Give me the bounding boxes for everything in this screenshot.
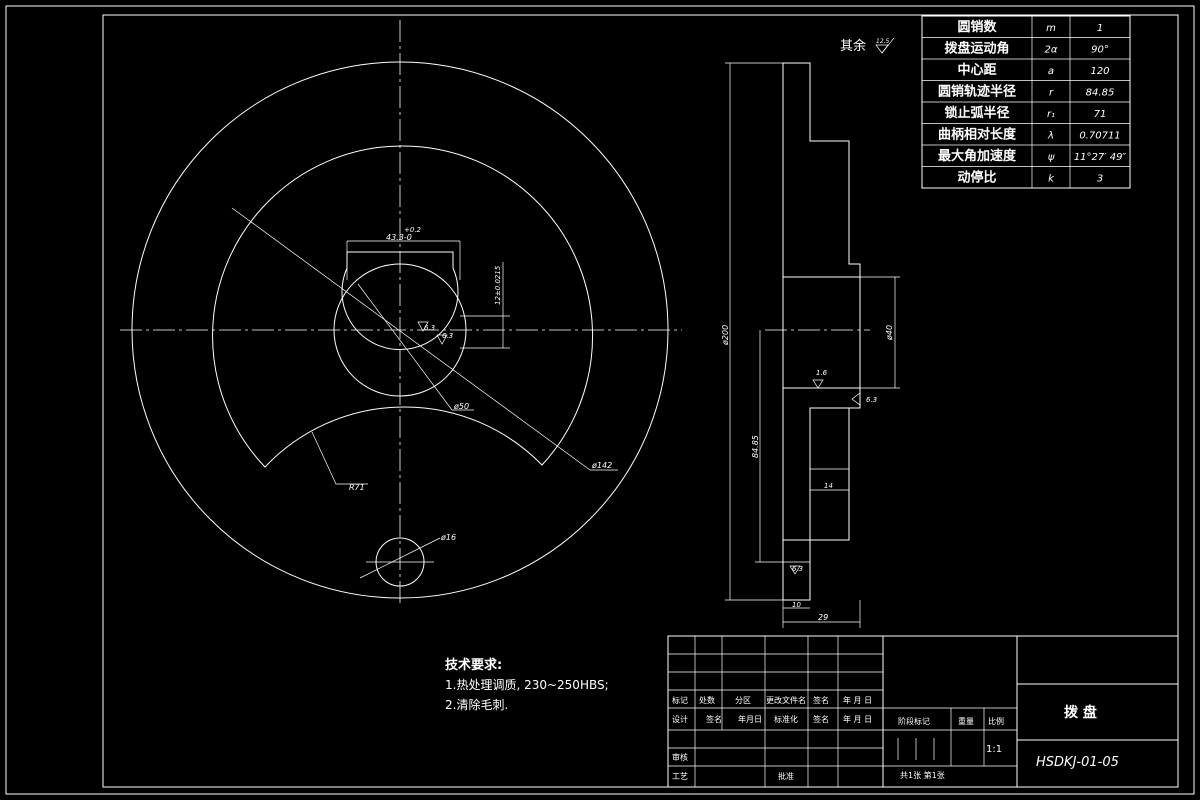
param-name: 曲柄相对长度 <box>938 127 1017 143</box>
param-value: 90° <box>1091 45 1109 56</box>
param-name: 中心距 <box>957 62 996 78</box>
key-depth-dim: 12±0.0215 <box>494 265 502 305</box>
param-symbol: m <box>1046 23 1056 34</box>
param-symbol: r <box>1049 88 1054 99</box>
svg-text:审核: 审核 <box>672 752 688 762</box>
part-name: 拨 盘 <box>1064 704 1097 721</box>
svg-text:6.3: 6.3 <box>424 324 435 332</box>
pin-len-dim: 14 <box>824 482 833 490</box>
param-symbol: 2α <box>1045 45 1058 56</box>
arc-dia-leader <box>231 207 591 471</box>
param-value: 120 <box>1090 66 1109 77</box>
front-view: 43.3-0 +0.2 12±0.0215 6.3 6.3 ø142 ø50 R… <box>120 20 682 604</box>
svg-text:分区: 分区 <box>735 696 751 705</box>
drawing-number: HSDKJ-01-05 <box>1036 755 1119 770</box>
svg-text:年 月 日: 年 月 日 <box>843 695 872 705</box>
svg-text:批准: 批准 <box>778 771 794 781</box>
param-value: 3 <box>1097 174 1103 185</box>
bore-circle <box>341 267 459 350</box>
param-name: 圆销数 <box>957 19 997 35</box>
svg-text:6.3: 6.3 <box>866 396 877 404</box>
finish-note-icon <box>875 44 889 54</box>
svg-text:比例: 比例 <box>988 716 1004 726</box>
svg-text:年月日: 年月日 <box>738 714 762 724</box>
svg-text:签名: 签名 <box>813 714 829 724</box>
tech-req-title: 技术要求: <box>445 657 502 673</box>
outer-circle <box>131 61 669 599</box>
svg-text:工艺: 工艺 <box>672 772 688 781</box>
param-name: 动停比 <box>957 170 996 186</box>
outer-dia-dim: ø200 <box>721 325 730 346</box>
pin-radius-dim: 84.85 <box>751 435 760 458</box>
svg-text:年 月 日: 年 月 日 <box>843 714 872 724</box>
param-name: 最大角加速度 <box>938 148 1017 164</box>
svg-text:签名: 签名 <box>706 714 722 724</box>
svg-text:阶段标记: 阶段标记 <box>898 716 930 726</box>
sheet-border <box>5 5 1195 795</box>
param-symbol: r₁ <box>1047 109 1055 120</box>
keyway-tol: +0.2 <box>404 226 422 234</box>
svg-text:6.3: 6.3 <box>792 565 803 573</box>
hub-width-dim: 29 <box>818 613 828 622</box>
finish-mark-a <box>417 321 429 332</box>
tech-req-item-2: 2.清除毛刺. <box>445 697 508 712</box>
param-name: 锁止弧半径 <box>944 105 1009 121</box>
frame-border <box>102 14 1179 788</box>
svg-text:共1张 第1张: 共1张 第1张 <box>900 770 945 780</box>
finish-note-label: 其余 <box>840 38 866 54</box>
param-symbol: k <box>1048 174 1055 185</box>
title-block: 标记 处数 分区 更改文件名 签名 年 月 日 设计 签名 年月日 标准化 签名… <box>667 635 1179 788</box>
param-table: 圆销数 m 1 拨盘运动角 2α 90° 中心距 a 120 圆销轨迹半径 r 84.85 锁止弧半径 r… <box>921 15 1131 189</box>
svg-text:设计: 设计 <box>672 714 688 724</box>
side-view: ø200 84.85 ø40 29 10 14 1.6 6.3 6.3 <box>721 62 900 628</box>
svg-text:重量: 重量 <box>958 716 974 726</box>
param-symbol: ψ <box>1048 152 1055 163</box>
param-value: 84.85 <box>1086 88 1115 99</box>
svg-text:更改文件名: 更改文件名 <box>766 695 806 705</box>
svg-text:签名: 签名 <box>813 695 829 705</box>
locking-arc <box>212 145 594 468</box>
param-symbol: λ <box>1047 131 1054 142</box>
param-value: 0.70711 <box>1079 131 1120 142</box>
pin-hole-dim: ø16 <box>440 533 456 542</box>
lock-radius-leader <box>311 431 368 485</box>
hub-dia-dim: ø40 <box>885 325 894 341</box>
tech-req-item-1: 1.热处理调质, 230~250HBS; <box>445 678 609 692</box>
finish-note-value: 12.5 <box>876 38 890 45</box>
finish-mark-b <box>436 334 448 345</box>
bore-dia-dim: ø50 <box>453 402 469 411</box>
param-value: 71 <box>1094 109 1107 120</box>
bore-leader <box>357 283 453 411</box>
keyway-width-dim: 43.3-0 <box>386 233 412 242</box>
param-name: 拨盘运动角 <box>944 41 1009 57</box>
param-value: 1 <box>1097 23 1103 34</box>
pin-hole-leader <box>359 537 441 579</box>
svg-text:标记: 标记 <box>672 695 688 705</box>
lock-radius-dim: R71 <box>349 483 365 492</box>
pin-slot <box>809 407 850 541</box>
param-name: 圆销轨迹半径 <box>938 84 1016 100</box>
web-width-dim: 10 <box>792 601 801 609</box>
param-value: 11°27′ 49″ <box>1074 152 1127 163</box>
svg-text:6.3: 6.3 <box>442 332 453 340</box>
svg-text:处数: 处数 <box>699 695 715 705</box>
svg-text:1.6: 1.6 <box>816 369 828 377</box>
arc-dia-dim: ø142 <box>591 461 612 470</box>
svg-text:标准化: 标准化 <box>774 714 798 724</box>
hub-outer <box>333 263 467 397</box>
scale-value: 1:1 <box>986 744 1002 755</box>
param-symbol: a <box>1048 66 1054 77</box>
upper-section <box>782 62 861 278</box>
